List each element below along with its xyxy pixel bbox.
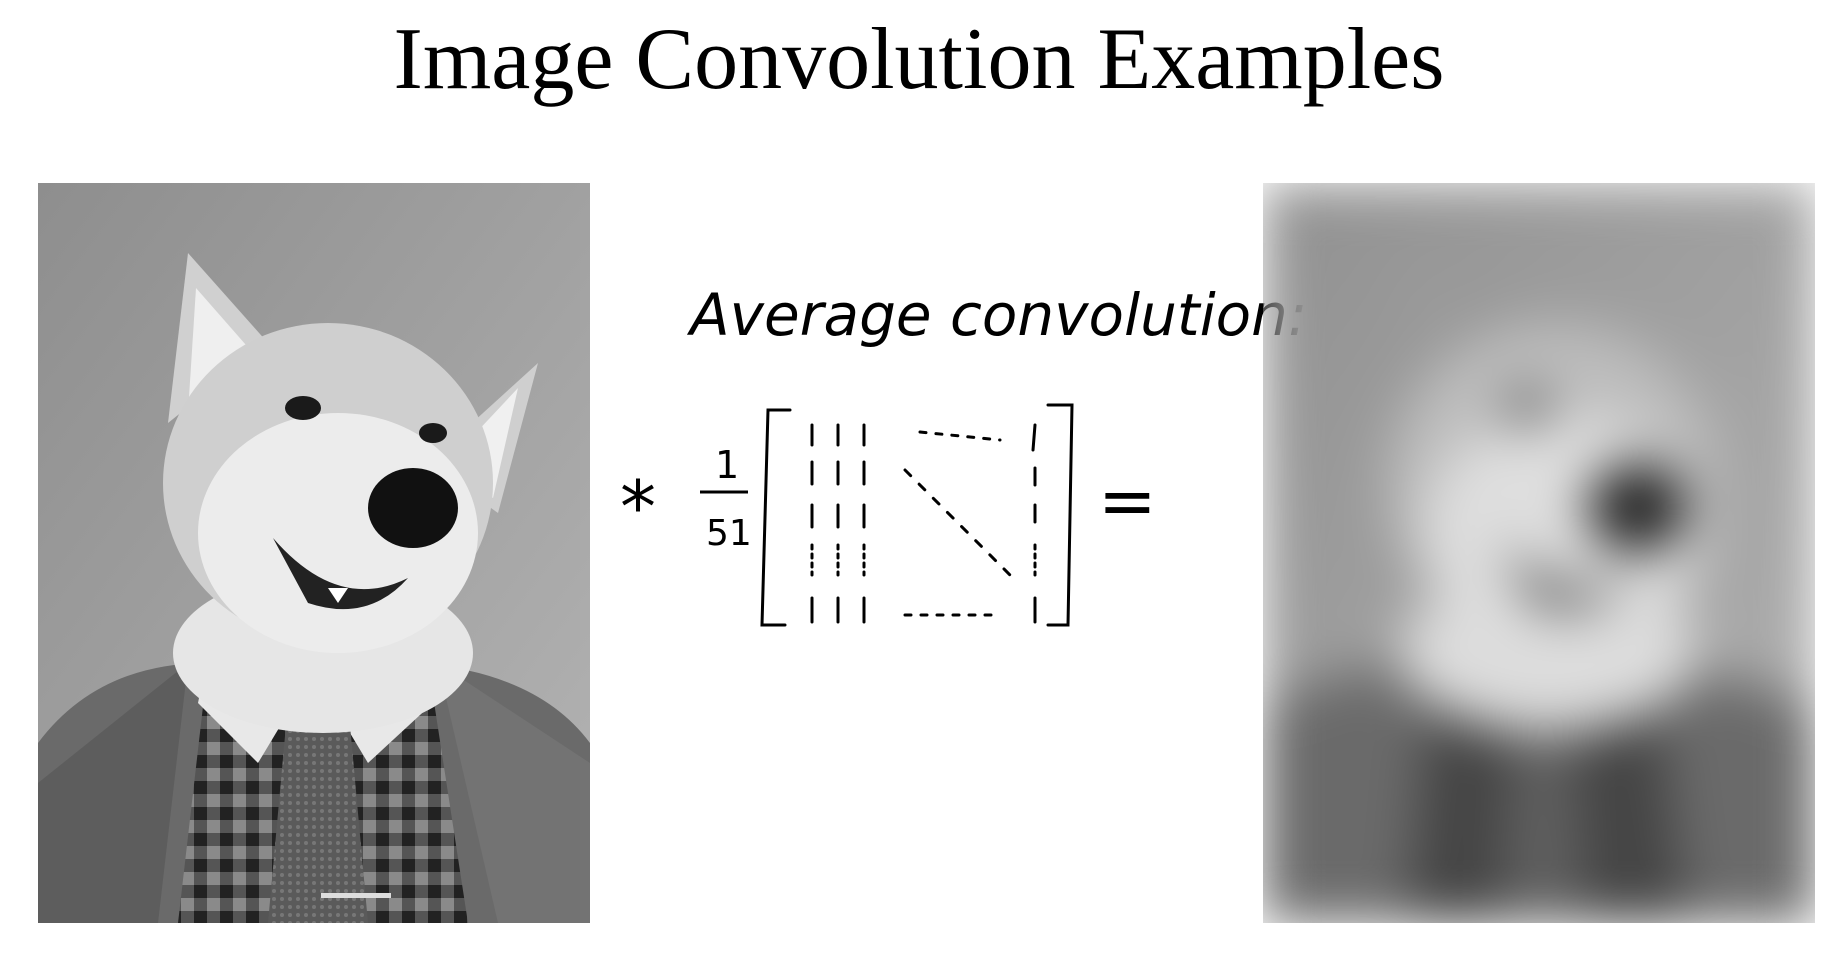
equals-sign: =	[1098, 460, 1157, 542]
blurred-output-image	[1263, 183, 1815, 923]
fraction-denominator: 51	[706, 513, 752, 554]
input-dog-image	[38, 183, 590, 923]
page-title: Image Convolution Examples	[393, 11, 1445, 108]
formula-caption: Average convolution:	[686, 281, 1307, 349]
convolution-operator: *	[620, 465, 656, 549]
fraction-numerator: 1	[715, 443, 739, 487]
ones-matrix	[760, 403, 1074, 627]
